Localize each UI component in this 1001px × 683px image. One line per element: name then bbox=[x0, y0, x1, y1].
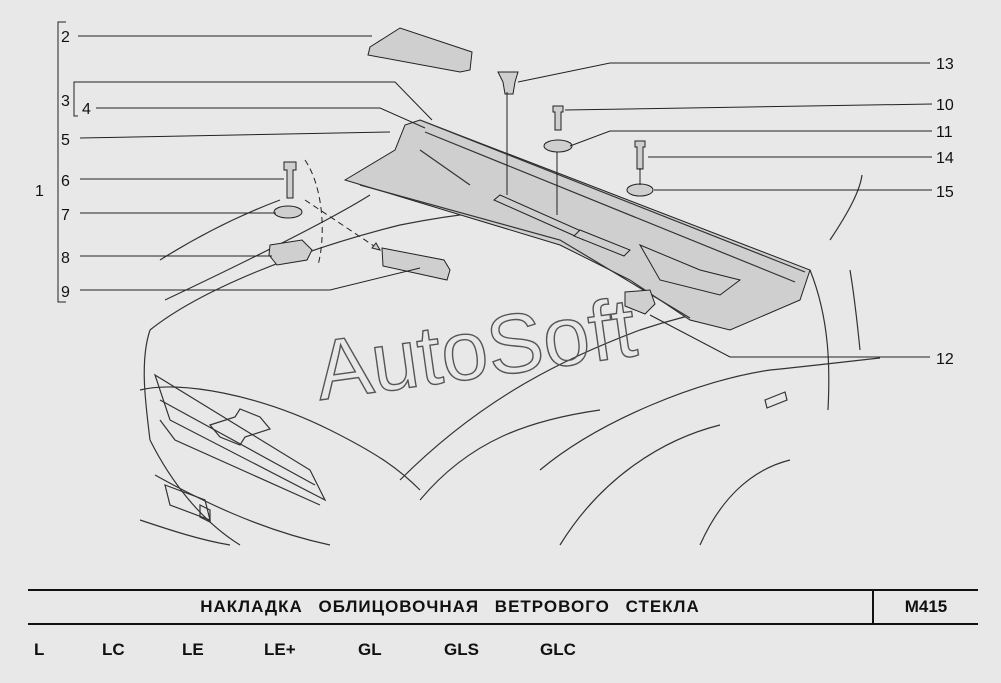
cowl-panel bbox=[343, 119, 811, 331]
part-8-nut bbox=[268, 239, 313, 266]
part-2-shape bbox=[367, 27, 473, 73]
part-15-washer bbox=[626, 183, 654, 197]
variant-item: LE+ bbox=[264, 640, 296, 659]
part-10-screw bbox=[552, 105, 564, 131]
page-title: НАКЛАДКА ОБЛИЦОВОЧНАЯ ВЕТРОВОГО СТЕКЛА bbox=[200, 597, 700, 616]
callout-6: 6 bbox=[61, 173, 70, 190]
callout-3: 3 bbox=[61, 93, 70, 110]
variant-item: L bbox=[34, 640, 45, 659]
car-outline bbox=[139, 159, 881, 546]
callout-7: 7 bbox=[61, 207, 70, 224]
variant-list: L LC LE LE+ GL GLS GLC bbox=[0, 640, 1001, 664]
variant-item: LE bbox=[182, 640, 204, 659]
variant-item: LC bbox=[102, 640, 125, 659]
callout-14: 14 bbox=[936, 150, 954, 167]
title-divider bbox=[872, 591, 874, 623]
variant-item: GL bbox=[358, 640, 382, 659]
callout-1: 1 bbox=[35, 183, 44, 200]
callout-12: 12 bbox=[936, 351, 954, 368]
catalog-code: M415 bbox=[904, 597, 948, 616]
variant-item: GLS bbox=[444, 640, 479, 659]
callout-4: 4 bbox=[82, 101, 91, 118]
callout-9: 9 bbox=[61, 284, 70, 301]
callout-8: 8 bbox=[61, 250, 70, 267]
part-9-seal bbox=[381, 247, 451, 281]
callout-13: 13 bbox=[936, 56, 954, 73]
part-7-washer bbox=[273, 205, 303, 219]
title-bar: НАКЛАДКА ОБЛИЦОВОЧНАЯ ВЕТРОВОГО СТЕКЛА M… bbox=[28, 589, 978, 625]
callout-2: 2 bbox=[61, 29, 70, 46]
callout-11: 11 bbox=[936, 124, 953, 141]
variant-item: GLC bbox=[540, 640, 576, 659]
part-6-screw bbox=[283, 161, 297, 199]
leader-lines bbox=[78, 35, 933, 358]
group-bracket bbox=[57, 21, 78, 303]
watermark: AutoSoft bbox=[309, 280, 641, 418]
part-14-screw bbox=[634, 140, 646, 170]
callout-5: 5 bbox=[61, 132, 70, 149]
callout-10: 10 bbox=[936, 97, 954, 114]
part-11-washer bbox=[543, 139, 573, 153]
parts-diagram: 1 2 3 4 5 6 7 8 9 10 11 12 13 14 15 Auto… bbox=[35, 21, 954, 546]
part-13-clip bbox=[497, 71, 519, 95]
callout-15: 15 bbox=[936, 184, 954, 201]
